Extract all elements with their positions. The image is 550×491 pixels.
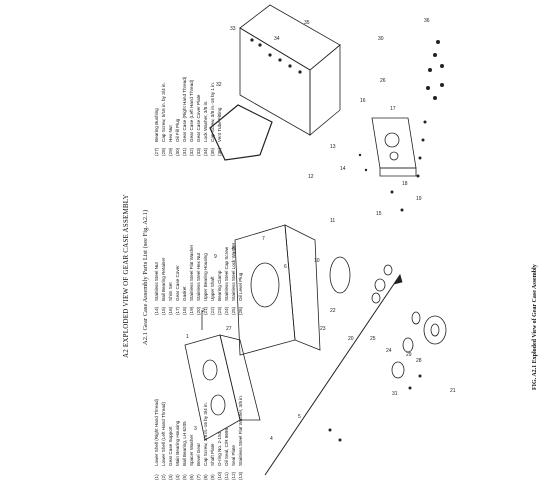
callout-1: 1: [186, 334, 189, 340]
parts-list-item: (27) Bearing Bushing: [153, 36, 160, 156]
callout-34: 34: [274, 36, 280, 42]
part-name: Lower Shell (Left Hand Thread): [161, 401, 166, 466]
part-number: (27): [154, 147, 159, 156]
callout-2: 2: [202, 308, 205, 314]
callout-18: 18: [402, 181, 408, 187]
gear-case-housing: [239, 27, 311, 136]
main-bearing-housing: [234, 224, 296, 356]
callout-5: 5: [298, 414, 301, 420]
part-name: Ball Bearing Retainer: [161, 257, 166, 301]
callout-27: 27: [226, 326, 232, 332]
part-name: Shim Set: [168, 282, 173, 301]
callout-12: 12: [308, 174, 314, 180]
part-name: Stainless Steel Nut: [154, 262, 159, 301]
parts-list-item: (15) Ball Bearing Retainer: [160, 195, 167, 315]
part-number: (3): [168, 474, 173, 480]
gear-case-cover-plate: [239, 4, 341, 71]
callout-33: 33: [230, 26, 236, 32]
gear-case-side: [309, 44, 341, 136]
callout-9: 9: [214, 254, 217, 260]
section-heading: A2 EXPLODED VIEW OF GEAR CASE ASSEMBLY: [122, 194, 130, 358]
callout-31: 31: [392, 391, 398, 397]
part-number: (28): [161, 147, 166, 156]
parts-list-item: (1) Lower Shell (Right Hand Thread): [153, 360, 160, 480]
callout-17: 17: [390, 106, 396, 112]
part-number: (2): [161, 474, 166, 480]
figure-caption: FIG. A2.1 Exploded View of Gear Case Ass…: [532, 264, 538, 390]
callout-28: 28: [416, 358, 422, 364]
callout-20: 20: [348, 336, 354, 342]
callout-32: 32: [216, 82, 222, 88]
exploded-view-drawing: 33 34 35 32 30 36 26 16 17 13 14 12 18 1…: [184, 4, 456, 476]
parts-list-item: (14) Stainless Steel Nut: [153, 195, 160, 315]
callout-19: 19: [416, 196, 422, 202]
part-number: (16): [168, 306, 173, 315]
upper-shaft: [264, 274, 401, 476]
subsection-heading: A2.1 Gear Case Assembly Parts List (see …: [142, 209, 149, 345]
callout-22: 22: [330, 308, 336, 314]
lower-shell: [184, 334, 241, 441]
parts-list-item: (29) Hex Nut: [167, 36, 174, 156]
callout-6: 6: [284, 264, 287, 270]
callout-35: 35: [304, 20, 310, 26]
part-number: (1): [154, 474, 159, 480]
part-name: Lower Shell (Right Hand Thread): [154, 398, 159, 466]
part-name: Cap Screw, 5/16 in. by 3/4 in.: [161, 82, 166, 142]
part-name: Bearing Bushing: [154, 108, 159, 142]
part-number: (14): [154, 306, 159, 315]
callout-16: 16: [360, 98, 366, 104]
callout-8: 8: [232, 246, 235, 252]
part-name: Hex Nut: [168, 125, 173, 142]
callout-36: 36: [424, 18, 430, 24]
part-number: (29): [168, 147, 173, 156]
parts-list-item: (3) Gear Case Support: [167, 360, 174, 480]
callout-10: 10: [314, 258, 320, 264]
part-number: (15): [161, 306, 166, 315]
callout-7: 7: [262, 236, 265, 242]
callout-25: 25: [370, 336, 376, 342]
callout-26: 26: [380, 78, 386, 84]
callout-30: 30: [378, 36, 384, 42]
callout-3: 3: [194, 426, 197, 432]
parts-list-item: (2) Lower Shell (Left Hand Thread): [160, 360, 167, 480]
callout-29: 29: [406, 352, 412, 358]
parts-list-item: (28) Cap Screw, 5/16 in. by 3/4 in.: [160, 36, 167, 156]
part-name: Gear Case Support: [168, 426, 173, 466]
cover-gasket: [209, 104, 273, 161]
callout-11: 11: [330, 218, 335, 224]
callout-23: 23: [320, 326, 326, 332]
callout-24: 24: [386, 348, 392, 354]
parts-list-item: (16) Shim Set: [167, 195, 174, 315]
callout-15: 15: [376, 211, 382, 217]
callout-4: 4: [270, 436, 273, 442]
callout-13: 13: [330, 144, 336, 150]
callout-14: 14: [340, 166, 346, 172]
callout-21: 21: [450, 388, 456, 394]
upper-bearing-housing: [371, 117, 417, 169]
